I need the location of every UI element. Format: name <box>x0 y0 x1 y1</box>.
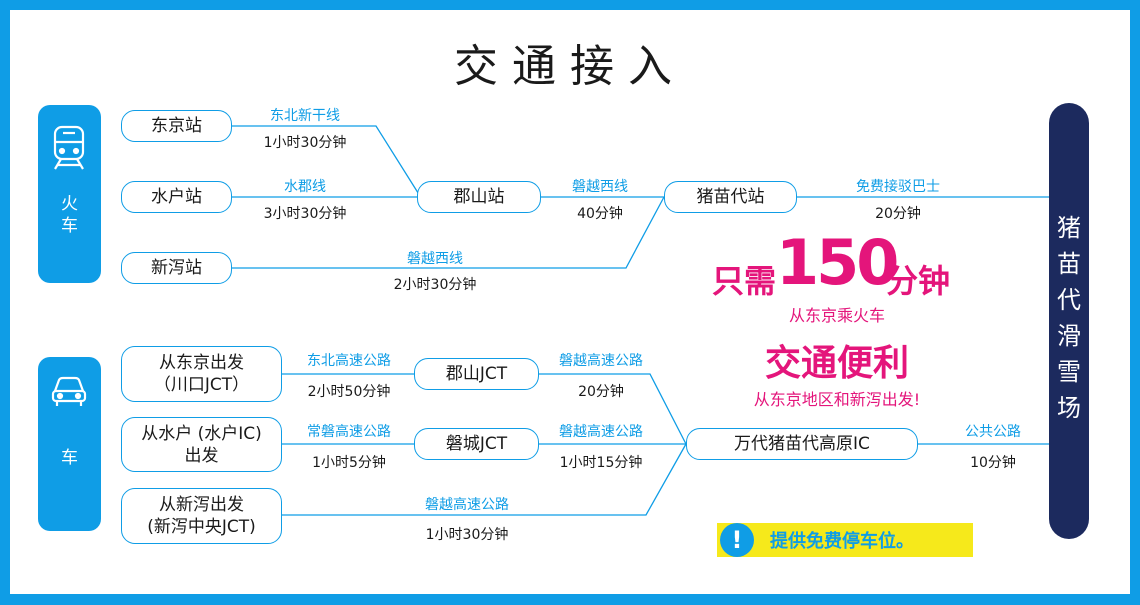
route-time-label: 20分钟 <box>578 384 624 400</box>
route-time-label: 1小时30分钟 <box>425 527 509 543</box>
route-line-label: 公共公路 <box>965 424 1021 440</box>
station-tokyo: 东京站 <box>121 110 232 142</box>
highlight-convenient-sub: 从东京地区和新泻出发! <box>753 390 921 409</box>
station-mito: 水户站 <box>121 181 232 213</box>
highlight-from-tokyo: 从东京乘火车 <box>788 306 885 325</box>
train-section-label: 火 车 <box>61 194 78 236</box>
route-line-label: 磐越西线 <box>572 179 628 195</box>
line-koriyamajct-ic <box>539 373 687 445</box>
page-title: 交通接入 <box>454 41 686 92</box>
car-section-label: 车 <box>61 448 78 468</box>
line-tokyo-koriyama <box>232 125 421 197</box>
line-niigata-inawashiro <box>232 196 665 269</box>
car-icon <box>51 376 87 406</box>
parking-note-text: 提供免费停车位。 <box>770 531 914 552</box>
route-line-label: 东北高速公路 <box>307 353 391 369</box>
station-koriyama: 郡山站 <box>417 181 541 213</box>
route-line-label: 磐越西线 <box>407 251 463 267</box>
jct-iwaki: 磐城JCT <box>414 428 539 460</box>
route-time-label: 1小时5分钟 <box>312 455 386 471</box>
highlight-minutes: 分钟 <box>886 262 951 300</box>
parking-note <box>717 523 973 557</box>
route-line-label: 常磐高速公路 <box>307 424 391 440</box>
route-line-label: 磐越高速公路 <box>559 353 643 369</box>
route-time-label: 1小时30分钟 <box>263 135 347 151</box>
exclamation-icon: ! <box>720 523 754 557</box>
route-time-label: 20分钟 <box>875 206 921 222</box>
origin-niigata-car: 从新泻出发 (新泻中央JCT) <box>121 488 282 544</box>
route-line-label: 水郡线 <box>284 179 326 195</box>
highlight-150: 150 <box>776 226 899 299</box>
route-time-label: 10分钟 <box>970 455 1016 471</box>
origin-mito-car: 从水户 (水户IC) 出发 <box>121 417 282 472</box>
highlight-only-prefix: 只需 <box>712 262 777 300</box>
station-niigata: 新泻站 <box>121 252 232 284</box>
station-inawashiro: 猪苗代站 <box>664 181 797 213</box>
route-line-label: 磐越高速公路 <box>559 424 643 440</box>
line-niigata-ic <box>282 443 687 516</box>
train-icon <box>53 125 85 170</box>
train-section: 火 车 <box>38 105 101 283</box>
route-line-label: 磐越高速公路 <box>425 497 509 513</box>
route-time-label: 3小时30分钟 <box>263 206 347 222</box>
destination-resort-label: 猪 苗 代 滑 雪 场 <box>1057 214 1081 422</box>
ic-bandai-inawashiro: 万代猪苗代高原IC <box>686 428 918 460</box>
route-time-label: 2小时50分钟 <box>307 384 391 400</box>
route-time-label: 2小时30分钟 <box>393 277 477 293</box>
highlight-convenient: 交通便利 <box>764 343 909 384</box>
car-section: 车 <box>38 357 101 531</box>
route-line-label: 东北新干线 <box>270 108 340 124</box>
route-time-label: 40分钟 <box>577 206 623 222</box>
origin-tokyo-car: 从东京出发 （川口JCT） <box>121 346 282 402</box>
jct-koriyama: 郡山JCT <box>414 358 539 390</box>
route-time-label: 1小时15分钟 <box>559 455 643 471</box>
destination-resort <box>1049 103 1089 539</box>
route-line-label: 免费接驳巴士 <box>856 179 940 195</box>
